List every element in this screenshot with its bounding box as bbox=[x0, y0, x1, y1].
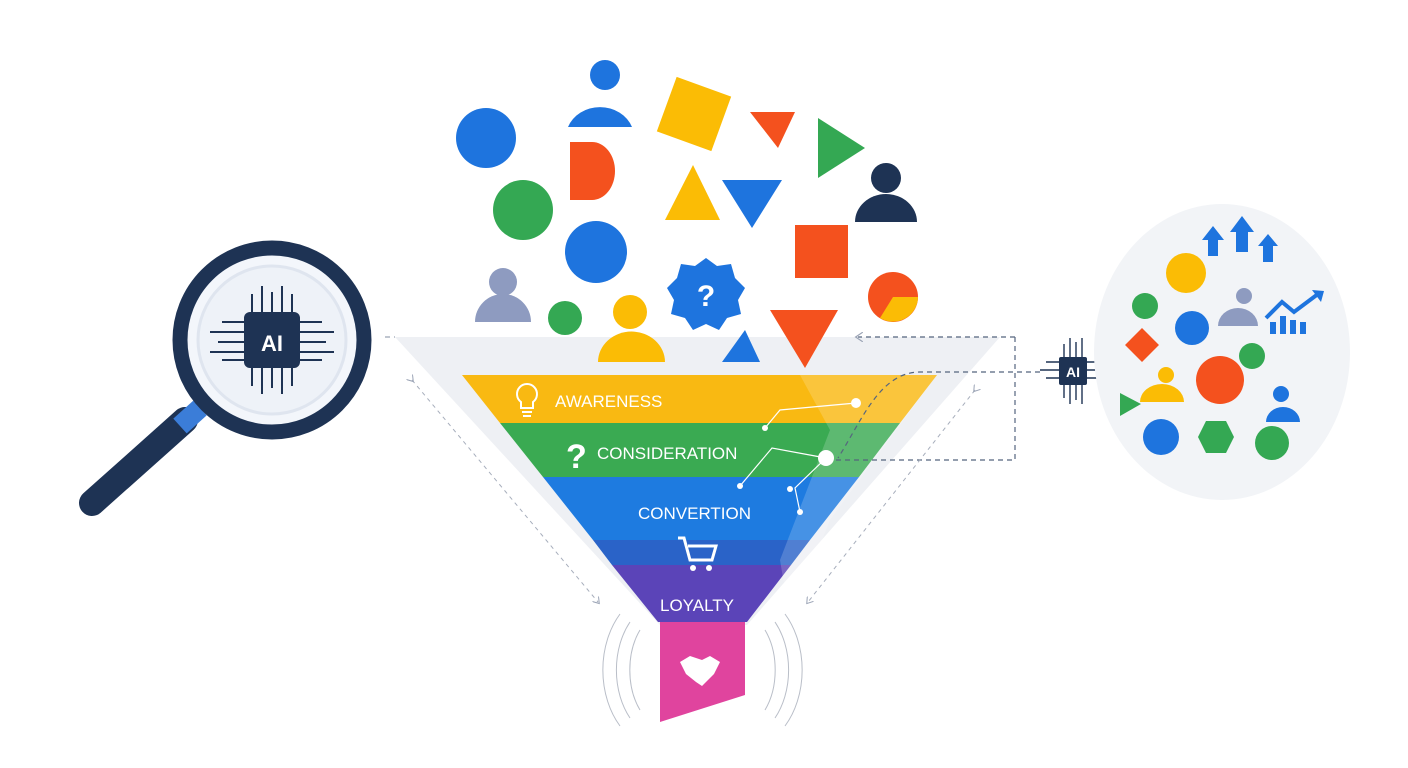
stage-label-conversion: CONVERTION bbox=[638, 504, 751, 523]
green-circle-icon bbox=[493, 180, 553, 240]
yellow-circle-icon bbox=[1166, 253, 1206, 293]
floating-shapes: ? bbox=[456, 60, 918, 335]
blue-circle-icon bbox=[565, 221, 627, 283]
orange-diamond-icon bbox=[1125, 328, 1159, 362]
growth-chart-icon bbox=[1264, 290, 1324, 334]
magnifying-glass-icon: AI bbox=[79, 240, 372, 516]
funnel-stage-consideration bbox=[500, 423, 900, 477]
half-circle-icon bbox=[570, 142, 615, 200]
question-badge-icon: ? bbox=[667, 258, 745, 330]
triangle-icon bbox=[770, 310, 838, 368]
green-circle-icon bbox=[1255, 426, 1289, 460]
insights-cloud bbox=[1094, 204, 1350, 500]
signal-waves bbox=[602, 613, 803, 727]
blue-circle-icon bbox=[456, 108, 516, 168]
blue-circle-icon bbox=[1175, 311, 1209, 345]
triangle-icon bbox=[665, 165, 720, 220]
person-icon bbox=[1140, 367, 1184, 402]
orange-square-icon bbox=[795, 225, 848, 278]
ai-chip: AI bbox=[1040, 338, 1106, 404]
green-hexagon-icon bbox=[1198, 421, 1234, 453]
stage-label-awareness: AWARENESS bbox=[555, 392, 662, 411]
magnifier-ai-label: AI bbox=[261, 331, 283, 356]
funnel-stage-purchase bbox=[593, 540, 810, 565]
triangle-icon bbox=[750, 112, 795, 148]
triangle-icon bbox=[722, 180, 782, 228]
ai-chip-label: AI bbox=[1066, 364, 1080, 380]
question-mark-icon: ? bbox=[566, 438, 587, 476]
side-arrows bbox=[412, 380, 975, 602]
blue-circle-icon bbox=[1143, 419, 1179, 455]
person-icon bbox=[475, 268, 531, 322]
stage-label-loyalty: LOYALTY bbox=[660, 596, 734, 615]
ai-chip-icon bbox=[244, 312, 300, 368]
up-arrows-icon bbox=[1202, 216, 1278, 262]
triangle-icon bbox=[722, 330, 760, 362]
green-circle-icon bbox=[1132, 293, 1158, 319]
yellow-square-icon bbox=[656, 76, 732, 152]
funnel-stage-loyalty bbox=[612, 565, 791, 622]
person-icon bbox=[1218, 288, 1258, 326]
funnel-stage-conversion bbox=[543, 477, 859, 540]
triangle-icon bbox=[818, 118, 865, 178]
shopping-cart-icon bbox=[678, 536, 718, 571]
green-circle-icon bbox=[548, 301, 582, 335]
handshake-icon bbox=[680, 656, 720, 686]
person-icon bbox=[1266, 386, 1300, 422]
stage-label-consideration: CONSIDERATION bbox=[597, 444, 737, 463]
orange-circle-icon bbox=[1196, 356, 1244, 404]
person-icon bbox=[855, 163, 917, 222]
green-circle-icon bbox=[1239, 343, 1265, 369]
triangle-icon bbox=[1120, 393, 1141, 416]
person-icon bbox=[598, 295, 665, 362]
person-icon bbox=[568, 60, 632, 127]
question-badge-glyph: ? bbox=[697, 280, 715, 313]
